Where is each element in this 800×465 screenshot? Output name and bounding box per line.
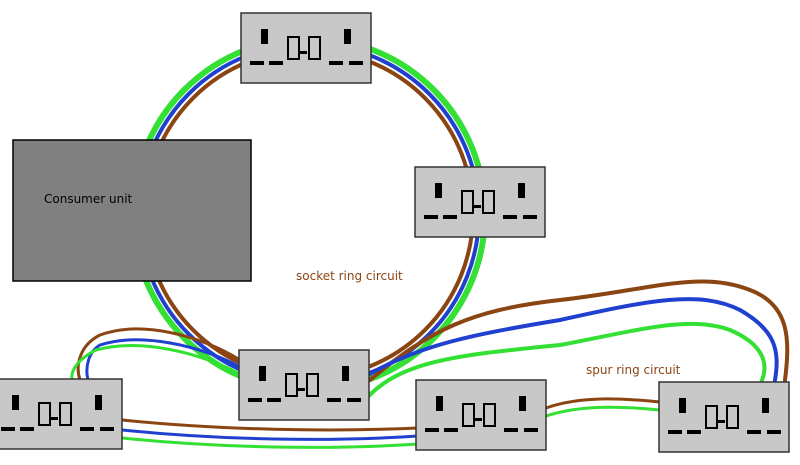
double-socket-icon xyxy=(415,379,547,451)
spur-neutral-loop xyxy=(366,297,779,382)
double-socket-icon xyxy=(240,12,372,84)
spur-live-loop xyxy=(368,279,790,382)
socket-bottom-left xyxy=(0,378,123,450)
short-earth-run xyxy=(544,405,662,418)
bottom-neutral-run xyxy=(120,428,420,441)
bottom-live-run xyxy=(120,418,420,432)
spur-ring-wires xyxy=(70,279,790,449)
short-live-run xyxy=(544,397,662,410)
bottom-earth-run xyxy=(120,436,420,449)
double-socket-icon xyxy=(658,381,790,453)
double-socket-icon xyxy=(238,349,370,421)
spur-earth-loop xyxy=(363,321,767,402)
consumer-unit-label: Consumer unit xyxy=(44,192,133,206)
double-socket-icon xyxy=(414,166,546,238)
spur-ring-label: spur ring circuit xyxy=(586,363,681,377)
consumer-unit: Consumer unit xyxy=(12,139,252,282)
socket-bottom-right xyxy=(658,381,790,453)
left-arc-neutral xyxy=(85,338,244,382)
socket-bottom-mid-right xyxy=(415,379,547,451)
left-arc-earth xyxy=(70,344,246,382)
socket-ring-label: socket ring circuit xyxy=(296,269,403,283)
socket-top xyxy=(240,12,372,84)
socket-bottom-center xyxy=(238,349,370,421)
consumer-unit-box xyxy=(12,139,252,282)
socket-right xyxy=(414,166,546,238)
double-socket-icon xyxy=(0,378,123,450)
